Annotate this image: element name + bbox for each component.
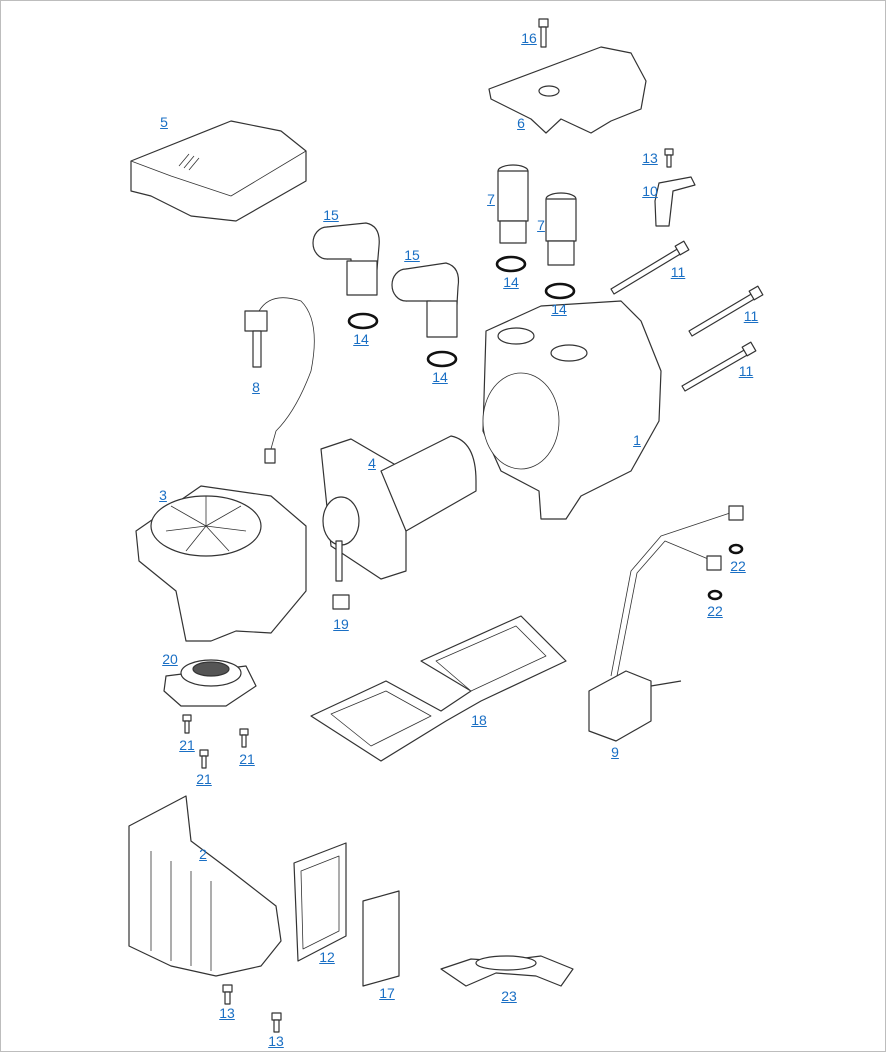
part-15-elbow	[312, 222, 380, 296]
part-label-14[interactable]: 14	[432, 369, 448, 385]
part-23-bracket	[440, 955, 574, 987]
part-label-19[interactable]: 19	[333, 616, 349, 632]
part-21-screw	[199, 749, 209, 769]
part-14-o-ring	[426, 350, 458, 368]
part-label-6[interactable]: 6	[517, 115, 525, 131]
part-15-elbow	[391, 262, 460, 338]
part-label-15[interactable]: 15	[404, 247, 420, 263]
part-label-8[interactable]: 8	[252, 379, 260, 395]
part-label-18[interactable]: 18	[471, 712, 487, 728]
part-11-bolt	[610, 240, 690, 295]
part-22-o-ring	[728, 543, 744, 555]
part-label-13[interactable]: 13	[219, 1005, 235, 1021]
part-16-screw	[538, 18, 549, 48]
part-10-clip	[654, 176, 696, 227]
part-19-block	[332, 594, 350, 610]
part-11-bolt	[681, 341, 757, 392]
part-label-3[interactable]: 3	[159, 487, 167, 503]
part-label-22[interactable]: 22	[730, 558, 746, 574]
part-18-gasket	[310, 615, 567, 762]
part-14-o-ring	[544, 282, 576, 300]
part-label-21[interactable]: 21	[196, 771, 212, 787]
part-11-bolt	[688, 285, 764, 337]
part-label-23[interactable]: 23	[501, 988, 517, 1004]
part-label-14[interactable]: 14	[551, 301, 567, 317]
part-2-lower-housing	[128, 795, 282, 977]
part-label-14[interactable]: 14	[503, 274, 519, 290]
part-label-12[interactable]: 12	[319, 949, 335, 965]
part-13-screw	[222, 984, 233, 1005]
part-8-sensor	[244, 297, 315, 464]
part-label-22[interactable]: 22	[707, 603, 723, 619]
part-label-11[interactable]: 11	[738, 363, 754, 379]
part-4-burner	[320, 435, 477, 582]
part-5-cover	[130, 120, 307, 222]
part-13-screw	[664, 148, 674, 168]
part-label-15[interactable]: 15	[323, 207, 339, 223]
part-label-2[interactable]: 2	[199, 846, 207, 862]
part-label-17[interactable]: 17	[379, 985, 395, 1001]
part-9-control-unit	[588, 505, 744, 742]
part-21-screw	[239, 728, 249, 748]
part-label-20[interactable]: 20	[162, 651, 178, 667]
part-14-o-ring	[495, 255, 527, 273]
part-22-o-ring	[707, 589, 723, 601]
part-label-11[interactable]: 11	[743, 308, 759, 324]
part-label-21[interactable]: 21	[239, 751, 255, 767]
part-label-5[interactable]: 5	[160, 114, 168, 130]
part-label-16[interactable]: 16	[521, 30, 537, 46]
part-label-4[interactable]: 4	[368, 455, 376, 471]
part-7-pipe	[497, 164, 529, 244]
part-label-14[interactable]: 14	[353, 331, 369, 347]
part-20-fuel-pump	[163, 659, 257, 707]
part-label-7[interactable]: 7	[487, 191, 495, 207]
part-label-9[interactable]: 9	[611, 744, 619, 760]
part-label-21[interactable]: 21	[179, 737, 195, 753]
part-label-10[interactable]: 10	[642, 183, 658, 199]
part-21-screw	[182, 714, 192, 734]
part-17-label	[362, 890, 400, 987]
part-1-heat-exchanger	[482, 300, 662, 520]
part-label-13[interactable]: 13	[642, 150, 658, 166]
part-6-cover	[488, 46, 647, 134]
part-label-13[interactable]: 13	[268, 1033, 284, 1049]
part-12-filter-plate	[293, 842, 347, 962]
part-label-1[interactable]: 1	[633, 432, 641, 448]
part-13-screw	[271, 1012, 282, 1033]
part-3-blower	[135, 485, 307, 642]
part-label-11[interactable]: 11	[670, 264, 686, 280]
part-14-o-ring	[347, 312, 379, 330]
part-7-pipe	[545, 192, 577, 266]
part-label-7[interactable]: 7	[537, 217, 545, 233]
